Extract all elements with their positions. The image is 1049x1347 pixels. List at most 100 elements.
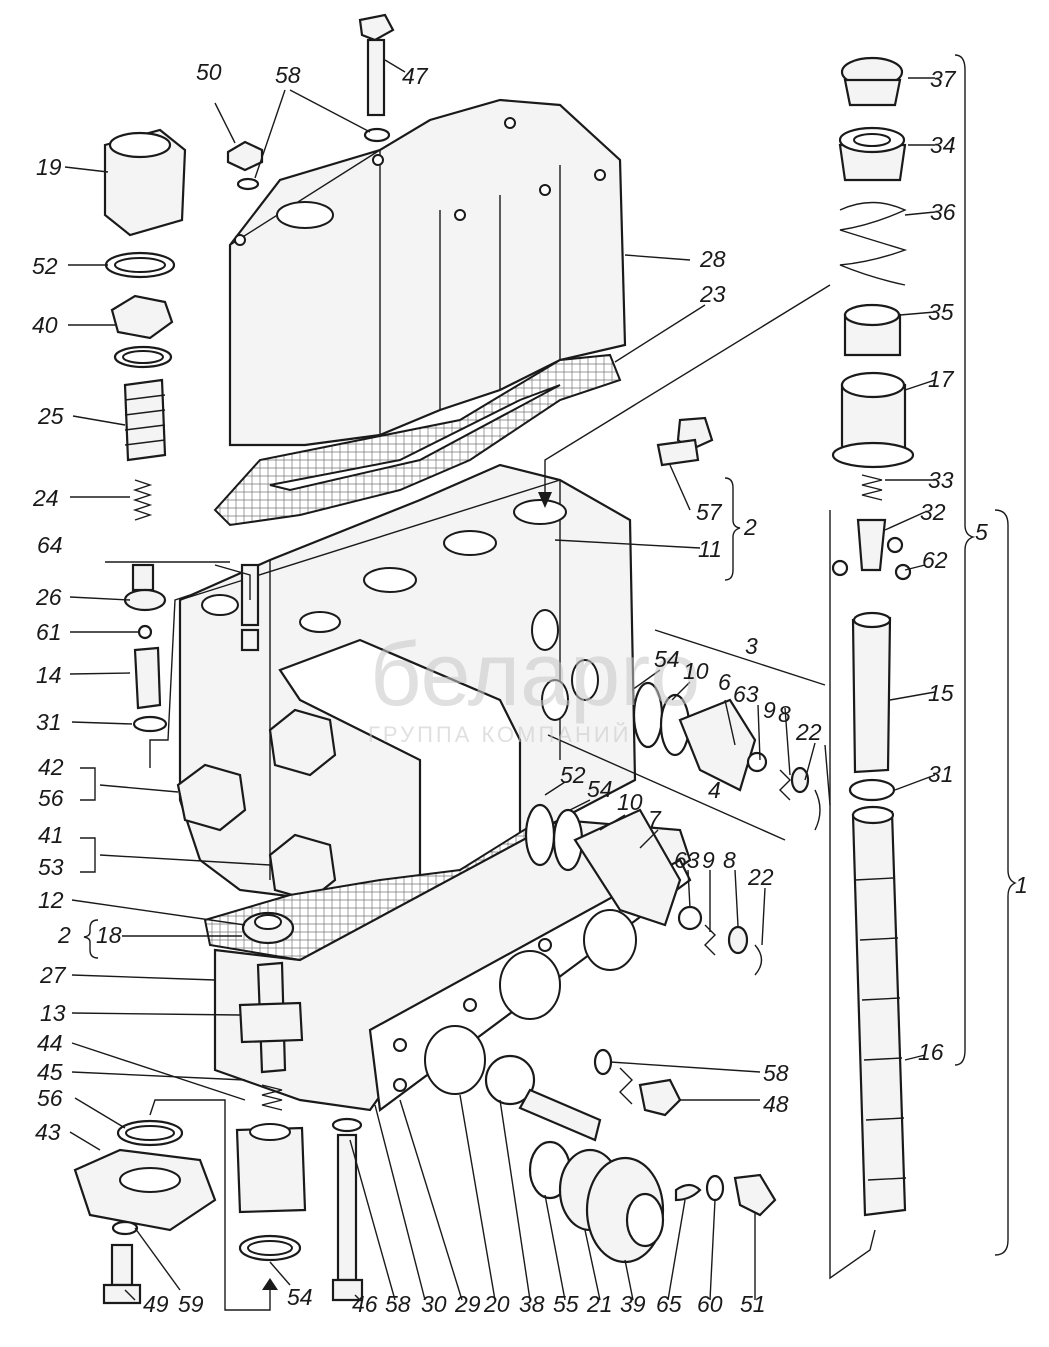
label-44: 44 xyxy=(37,1030,63,1056)
label-38: 38 xyxy=(519,1291,545,1317)
label-54-b: 54 xyxy=(587,776,613,802)
label-52-b: 52 xyxy=(560,762,586,788)
brace-5 xyxy=(954,54,976,1066)
label-40: 40 xyxy=(32,312,58,338)
label-10-a: 10 xyxy=(683,658,709,684)
label-20: 20 xyxy=(483,1291,510,1317)
label-2-left: 2 xyxy=(57,922,71,948)
label-9-a: 9 xyxy=(763,697,776,723)
label-16: 16 xyxy=(918,1039,944,1065)
label-1: 1 xyxy=(1015,872,1028,898)
label-49: 49 xyxy=(143,1291,169,1317)
label-56-left: 56 xyxy=(38,785,64,811)
bracket-4 xyxy=(547,734,786,841)
braces xyxy=(80,54,1017,1256)
label-22-a: 22 xyxy=(795,719,822,745)
label-27: 27 xyxy=(39,962,67,988)
label-35: 35 xyxy=(928,299,954,325)
label-30: 30 xyxy=(421,1291,447,1317)
label-2-right: 2 xyxy=(743,514,757,540)
label-42: 42 xyxy=(38,754,64,780)
label-21: 21 xyxy=(586,1291,613,1317)
label-31-left: 31 xyxy=(36,709,62,735)
label-50: 50 xyxy=(196,59,222,85)
right-column xyxy=(831,56,915,1217)
label-5: 5 xyxy=(975,519,988,545)
watermark-brand: белаpro xyxy=(370,625,700,725)
label-57: 57 xyxy=(696,499,723,525)
valve-body-11 xyxy=(176,463,637,907)
label-48: 48 xyxy=(763,1091,789,1117)
watermark-subtitle: ГРУППА КОМПАНИЙ xyxy=(368,722,632,747)
label-13: 13 xyxy=(40,1000,66,1026)
label-46: 46 xyxy=(352,1291,378,1317)
label-61: 61 xyxy=(36,619,62,645)
label-4: 4 xyxy=(708,777,721,803)
bottom-parts xyxy=(331,1048,777,1302)
part-labels: 37 34 36 35 17 33 32 62 15 31 16 5 1 50 … xyxy=(32,59,1028,1317)
label-36: 36 xyxy=(930,199,956,225)
label-3: 3 xyxy=(745,633,758,659)
brace-2-left xyxy=(83,919,99,959)
label-63-a: 63 xyxy=(733,681,759,707)
label-47: 47 xyxy=(402,63,429,89)
top-small-parts xyxy=(226,13,714,467)
bracket-3 xyxy=(654,629,826,686)
label-19: 19 xyxy=(36,154,62,180)
label-59: 59 xyxy=(178,1291,204,1317)
label-33: 33 xyxy=(928,467,954,493)
brace-41-53 xyxy=(80,837,96,873)
label-8-a: 8 xyxy=(778,701,791,727)
label-54-c: 54 xyxy=(287,1284,313,1310)
label-32: 32 xyxy=(920,499,946,525)
leader-lines xyxy=(64,59,936,1311)
watermark: белаpro ГРУППА КОМПАНИЙ xyxy=(368,625,700,747)
label-29: 29 xyxy=(454,1291,481,1317)
label-60: 60 xyxy=(697,1291,723,1317)
label-22-b: 22 xyxy=(747,864,774,890)
label-63-b: 63 xyxy=(674,847,700,873)
label-58-bottom: 58 xyxy=(385,1291,411,1317)
label-62: 62 xyxy=(922,547,948,573)
label-39: 39 xyxy=(620,1291,646,1317)
label-45: 45 xyxy=(37,1059,63,1085)
label-56-bottom: 56 xyxy=(37,1085,63,1111)
left-stack xyxy=(73,128,307,1305)
label-8-b: 8 xyxy=(723,847,736,873)
label-53: 53 xyxy=(38,854,64,880)
label-9-b: 9 xyxy=(702,847,715,873)
brace-1 xyxy=(994,509,1017,1256)
label-23: 23 xyxy=(699,281,726,307)
label-7: 7 xyxy=(648,806,662,832)
label-52-left: 52 xyxy=(32,253,58,279)
label-41: 41 xyxy=(38,822,64,848)
label-58-right: 58 xyxy=(763,1060,789,1086)
label-15: 15 xyxy=(928,680,954,706)
label-14: 14 xyxy=(36,662,62,688)
label-64: 64 xyxy=(37,532,63,558)
label-31-right: 31 xyxy=(928,761,954,787)
label-37: 37 xyxy=(930,66,957,92)
top-cover-28 xyxy=(228,98,627,447)
label-65: 65 xyxy=(656,1291,682,1317)
label-18: 18 xyxy=(96,922,122,948)
label-10-b: 10 xyxy=(617,789,643,815)
gasket-23 xyxy=(213,353,622,527)
label-26: 26 xyxy=(35,584,62,610)
label-28: 28 xyxy=(699,246,726,272)
brace-2-right xyxy=(724,477,741,581)
label-11: 11 xyxy=(698,536,722,562)
label-6: 6 xyxy=(718,669,731,695)
label-25: 25 xyxy=(37,403,64,429)
brace-42-56 xyxy=(80,767,96,801)
label-12: 12 xyxy=(38,887,64,913)
label-24: 24 xyxy=(32,485,59,511)
label-34: 34 xyxy=(930,132,956,158)
label-55: 55 xyxy=(553,1291,579,1317)
label-17: 17 xyxy=(928,366,955,392)
label-51: 51 xyxy=(740,1291,766,1317)
label-54-a: 54 xyxy=(654,646,680,672)
label-58-top: 58 xyxy=(275,62,301,88)
label-43: 43 xyxy=(35,1119,61,1145)
